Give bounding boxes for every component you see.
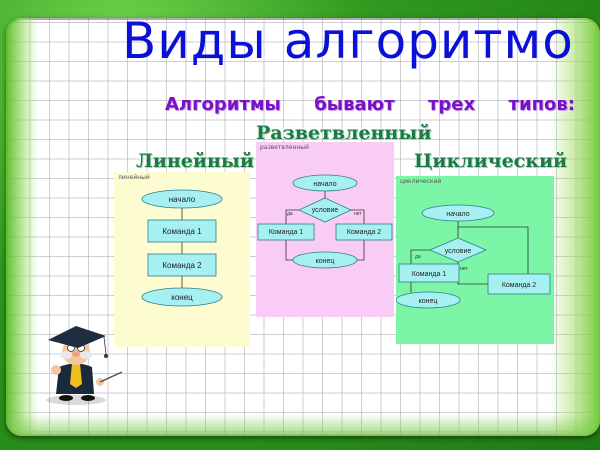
node-command-1	[147, 219, 217, 243]
svg-text:Команда 1: Команда 1	[162, 227, 202, 236]
svg-text:конец: конец	[171, 293, 193, 302]
subtitle-word: типов:	[508, 94, 575, 115]
flowchart-cycle: циклический начало условие Команда 1 Ком…	[395, 176, 554, 344]
flowchart-cycle-diagram: начало условие Команда 1 Команда 2 конец…	[395, 204, 551, 309]
svg-text:начало: начало	[313, 181, 336, 188]
svg-text:да: да	[287, 211, 293, 217]
svg-text:Команда 2: Команда 2	[162, 261, 202, 270]
node-condition	[298, 197, 352, 223]
node-start	[141, 189, 223, 209]
subtitle-word: бывают	[314, 94, 395, 115]
node-end	[395, 291, 461, 309]
svg-text:Команда 2: Команда 2	[502, 282, 536, 289]
node-end	[292, 251, 358, 269]
professor-mascot-illustration	[46, 326, 123, 405]
svg-text:Команда 1: Команда 1	[269, 229, 303, 236]
node-end	[141, 287, 223, 307]
svg-text:конец: конец	[316, 258, 335, 265]
label-branch: Разветвленный	[256, 122, 432, 144]
svg-text:Команда 1: Команда 1	[412, 271, 446, 278]
svg-text:да: да	[415, 254, 421, 260]
node-command-2	[147, 253, 217, 277]
node-condition	[428, 237, 488, 263]
svg-text:нет: нет	[460, 266, 468, 272]
caption-linear: линейный	[118, 174, 150, 181]
label-cycle: Циклический	[414, 150, 568, 172]
node-command-2	[487, 273, 551, 295]
svg-text:условие: условие	[312, 207, 339, 214]
node-start	[292, 174, 358, 192]
flowchart-branch: разветвленный начало условие Команда 1 К…	[256, 142, 394, 317]
flowchart-linear-diagram: начало Команда 1 Команда 2 конец	[141, 189, 223, 307]
node-command-1	[257, 223, 315, 241]
node-command-2	[335, 223, 393, 241]
slide-title: Виды алгоритмо	[122, 12, 574, 70]
subtitle-word: трех	[427, 94, 476, 115]
slide-subtitle: Алгоритмы бывают трех типов:	[165, 94, 575, 115]
subtitle-word: Алгоритмы	[165, 94, 281, 115]
caption-branch: разветвленный	[260, 144, 309, 151]
leaf-decoration-right	[550, 18, 600, 436]
svg-text:начало: начало	[169, 195, 196, 204]
svg-text:условие: условие	[445, 248, 472, 255]
leaf-decoration-left	[6, 18, 38, 436]
svg-text:нет: нет	[354, 211, 362, 217]
flowchart-branch-diagram: начало условие Команда 1 Команда 2 конец…	[257, 174, 393, 269]
svg-text:начало: начало	[446, 211, 469, 218]
node-command-1	[398, 263, 460, 283]
node-start	[421, 204, 495, 222]
svg-text:конец: конец	[419, 298, 438, 305]
flowchart-linear: линейный начало Команда 1 Команда 2 коне…	[114, 172, 250, 347]
caption-cycle: циклический	[400, 178, 442, 185]
grass-decoration-bottom	[6, 414, 600, 436]
svg-text:Команда 2: Команда 2	[347, 229, 381, 236]
label-linear: Линейный	[136, 150, 255, 172]
